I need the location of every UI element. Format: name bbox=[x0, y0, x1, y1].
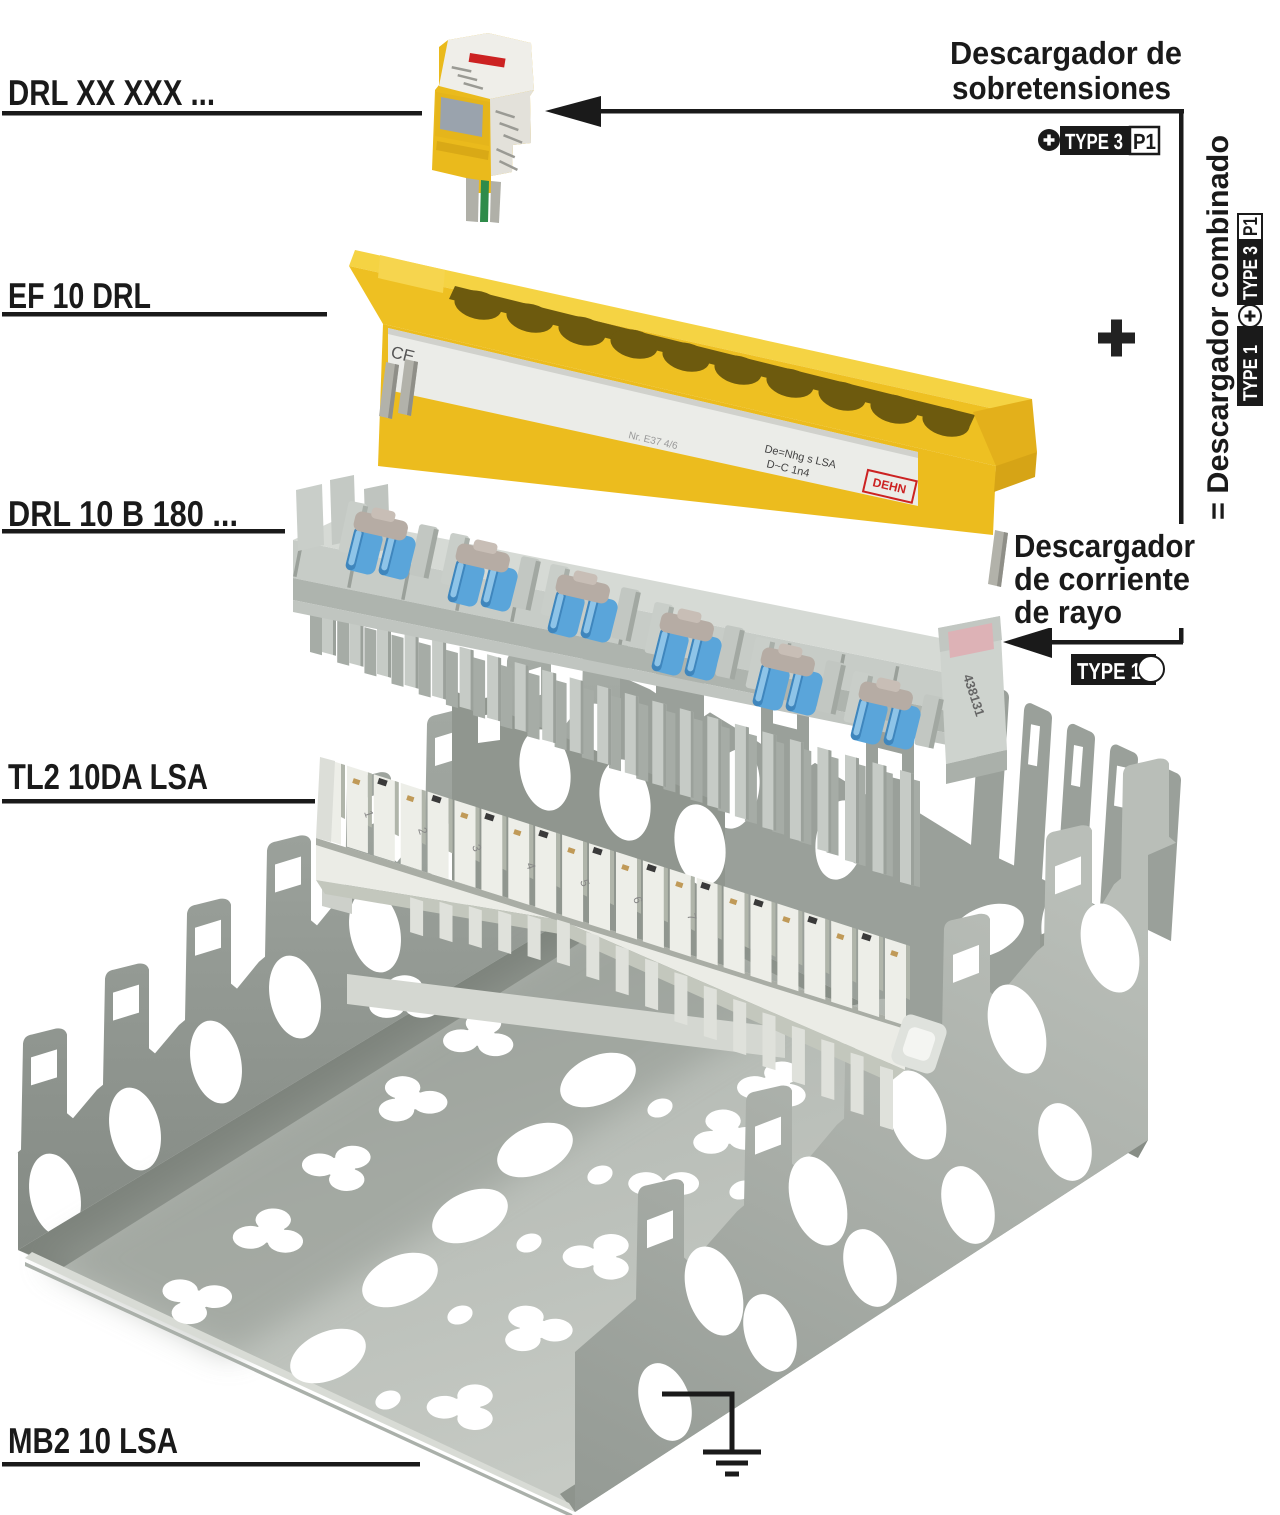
svg-text:7: 7 bbox=[684, 912, 699, 923]
svg-text:5: 5 bbox=[577, 878, 592, 889]
svg-text:4: 4 bbox=[523, 861, 538, 872]
svg-text:2: 2 bbox=[415, 826, 430, 837]
svg-text:sobretensiones: sobretensiones bbox=[952, 70, 1171, 106]
svg-text:MB2 10 LSA: MB2 10 LSA bbox=[8, 1420, 178, 1461]
svg-text:TYPE 1: TYPE 1 bbox=[1077, 658, 1141, 684]
svg-text:P1: P1 bbox=[1133, 129, 1156, 154]
svg-text:DRL XX XXX ...: DRL XX XXX ... bbox=[8, 72, 215, 113]
svg-text:3: 3 bbox=[469, 843, 484, 854]
svg-text:P1: P1 bbox=[1240, 217, 1262, 236]
svg-text:6: 6 bbox=[630, 895, 645, 906]
svg-text:Descargador: Descargador bbox=[1014, 528, 1195, 564]
svg-text:= Descargador combinado: = Descargador combinado bbox=[1202, 135, 1235, 520]
svg-text:TYPE 3: TYPE 3 bbox=[1065, 129, 1123, 154]
svg-text:TYPE 1: TYPE 1 bbox=[1240, 345, 1262, 401]
svg-text:1: 1 bbox=[361, 809, 376, 820]
svg-text:TYPE 3: TYPE 3 bbox=[1240, 246, 1262, 300]
svg-text:Descargador de: Descargador de bbox=[950, 35, 1182, 71]
svg-text:EF 10 DRL: EF 10 DRL bbox=[8, 275, 151, 316]
svg-text:DRL 10 B 180 ...: DRL 10 B 180 ... bbox=[8, 493, 238, 534]
svg-text:de rayo: de rayo bbox=[1014, 594, 1122, 630]
svg-text:de corriente: de corriente bbox=[1014, 561, 1190, 597]
svg-text:TL2 10DA LSA: TL2 10DA LSA bbox=[8, 756, 208, 797]
